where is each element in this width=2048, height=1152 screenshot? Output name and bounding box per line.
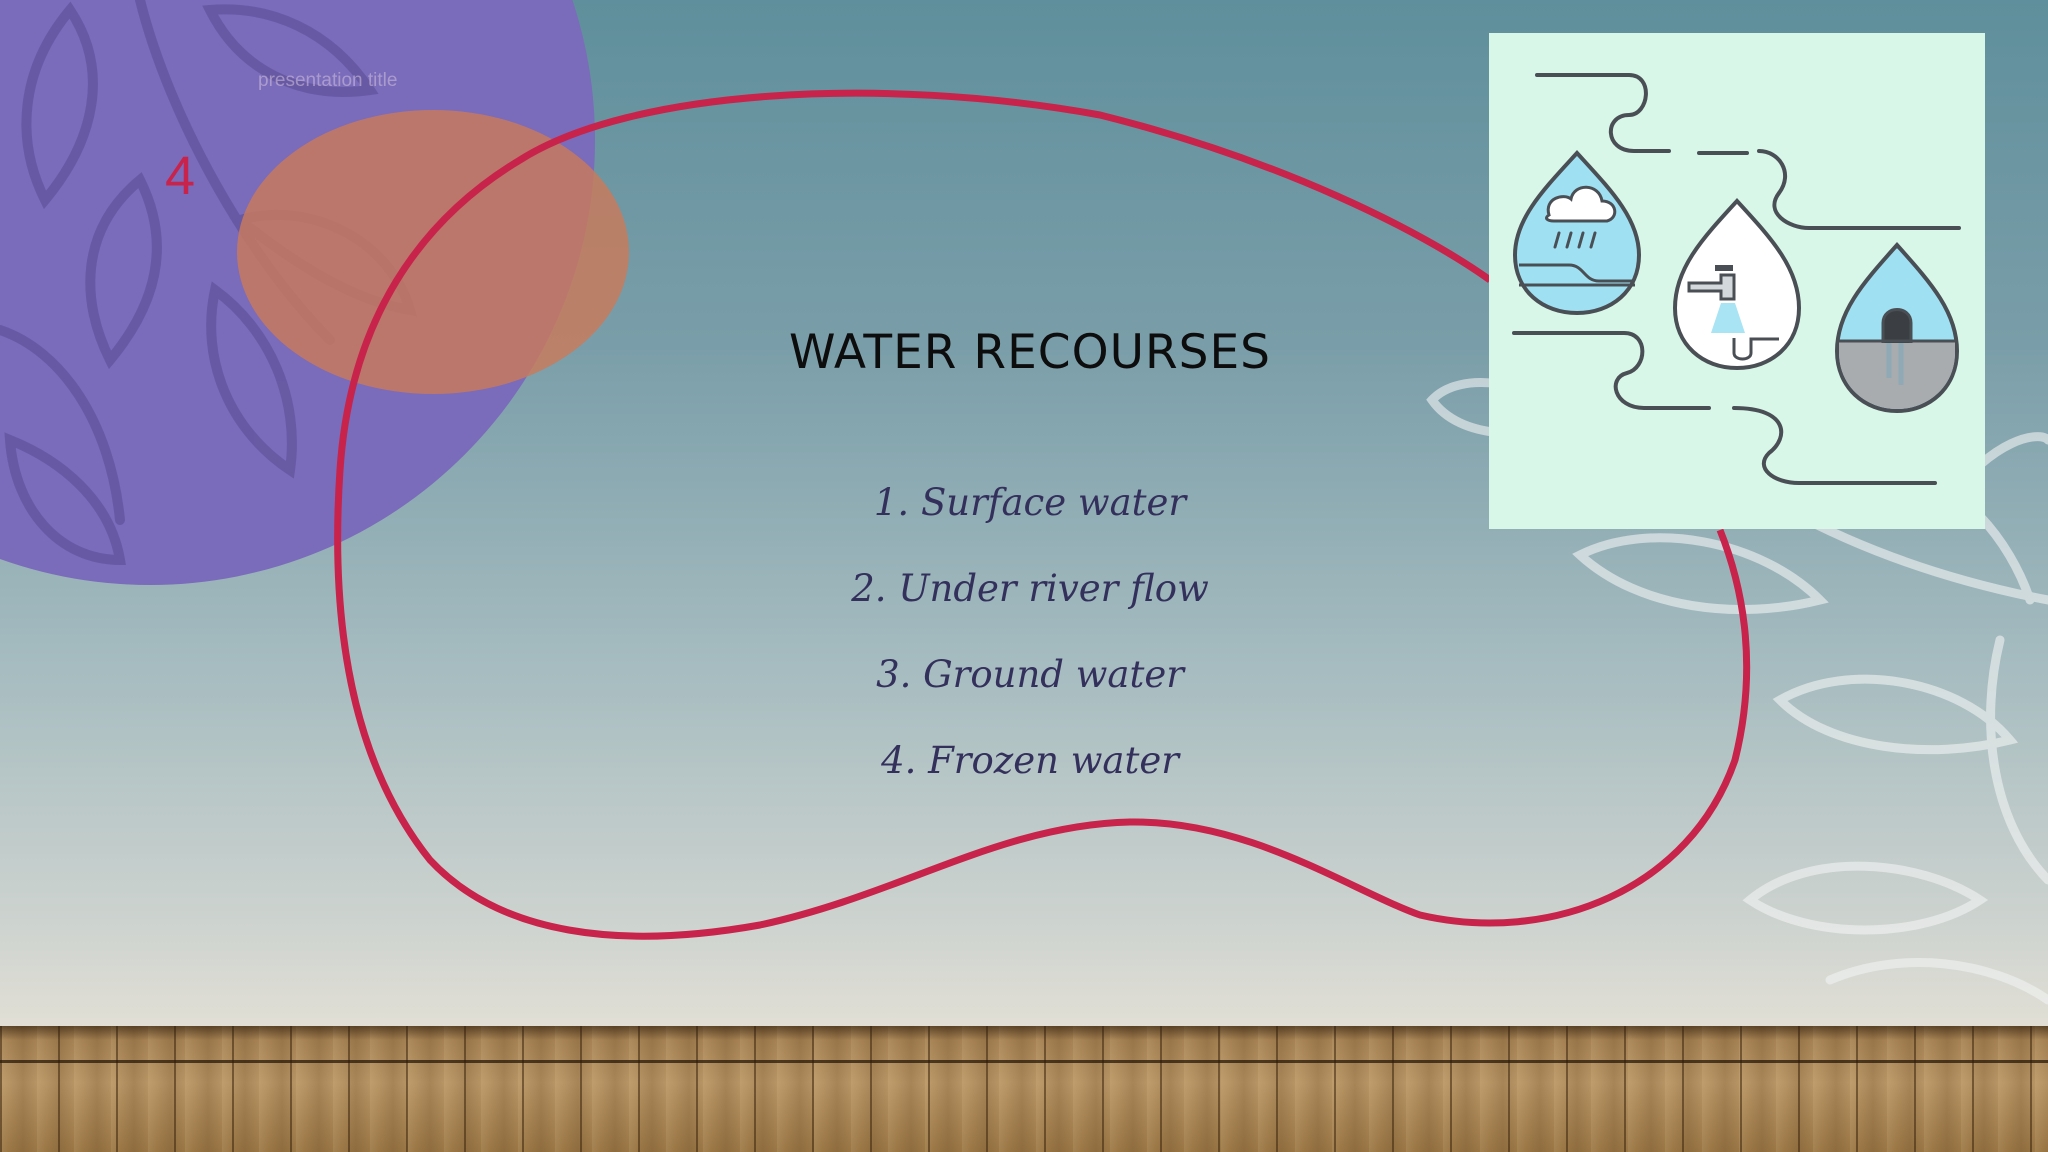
list-item: 2. Under river flow bbox=[851, 567, 1209, 610]
water-drops-illustration bbox=[1489, 33, 1985, 529]
list-item: 3. Ground water bbox=[876, 653, 1184, 696]
presentation-title-label: presentation title bbox=[258, 70, 398, 91]
underground-water-drop-icon bbox=[1834, 241, 1960, 414]
list-item: 4. Frozen water bbox=[881, 739, 1179, 782]
orange-circle-shape bbox=[237, 110, 629, 394]
red-blob-outline bbox=[334, 89, 1751, 940]
floor-edge-line bbox=[0, 1060, 2048, 1063]
slide-number: 4 bbox=[165, 146, 196, 206]
list-item: 1. Surface water bbox=[873, 481, 1187, 524]
water-resources-list: 1. Surface water 2. Under river flow 3. … bbox=[740, 470, 1320, 814]
slide-title: WATER RECOURSES bbox=[789, 325, 1271, 380]
faucet-water-drop-icon bbox=[1672, 198, 1802, 371]
wooden-floor bbox=[0, 1026, 2048, 1152]
rain-cloud-water-drop-icon bbox=[1512, 150, 1642, 316]
